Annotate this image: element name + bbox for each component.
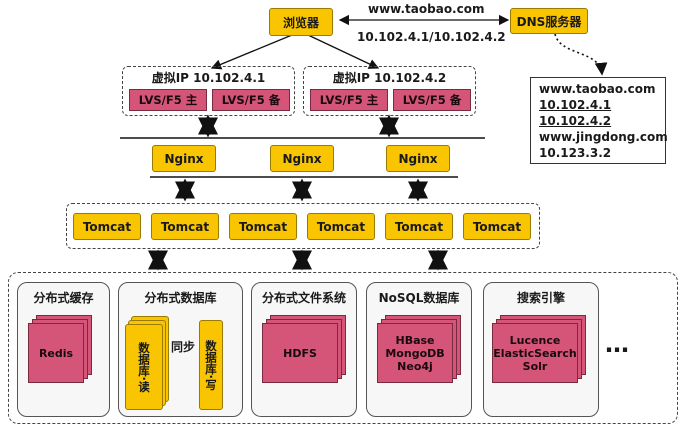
tomcat-node: Tomcat (73, 213, 141, 240)
nginx-label: Nginx (398, 151, 438, 166)
lvs-primary: LVS/F5 主 (310, 89, 388, 111)
service-title: 分布式数据库 (144, 291, 217, 305)
nosql-item: HBase (395, 333, 435, 347)
tomcat-label: Tomcat (238, 219, 288, 234)
nginx-label: Nginx (164, 151, 204, 166)
nginx-label: Nginx (282, 151, 322, 166)
search-item: Lucence (509, 333, 561, 347)
tomcat-label: Tomcat (316, 219, 366, 234)
nginx-node: Nginx (386, 145, 450, 172)
dns-record-ip: 10.102.4.1 (539, 98, 612, 112)
sync-label: 同步 (171, 340, 196, 354)
tomcat-node: Tomcat (151, 213, 219, 240)
browser-vip2-arrow (307, 34, 380, 69)
db-write-node: 数据库·写 (199, 320, 223, 410)
dns-record-ip: 10.102.4.2 (539, 114, 612, 128)
service-content: HBase MongoDB Neo4j (377, 323, 453, 383)
search-service: 搜索引擎 Lucence ElasticSearch Solr (483, 282, 599, 417)
tomcat-cluster (66, 203, 540, 249)
tomcat-label: Tomcat (472, 219, 522, 234)
lvs-primary-label: LVS/F5 主 (138, 93, 198, 107)
nosql-item: Neo4j (397, 359, 433, 373)
lvs-primary-label: LVS/F5 主 (319, 93, 379, 107)
service-content: Redis (38, 346, 74, 360)
nginx-node: Nginx (270, 145, 334, 172)
dns-server-node: DNS服务器 (510, 8, 588, 34)
search-item: ElasticSearch (493, 346, 577, 360)
lvs-backup: LVS/F5 备 (393, 89, 471, 111)
db-write-label: 数据库·写 (204, 339, 218, 391)
dns-record-curve (554, 33, 608, 76)
db-read-node: 数据库·读 (125, 324, 163, 410)
service-title: 分布式文件系统 (261, 291, 346, 305)
vip-title: 虚拟IP 10.102.4.2 (332, 71, 447, 85)
dns-server-label: DNS服务器 (516, 14, 582, 29)
vip-title: 虚拟IP 10.102.4.1 (151, 71, 266, 85)
nosql-item: MongoDB (385, 346, 445, 360)
tomcat-label: Tomcat (82, 219, 132, 234)
more-services-ellipsis: … (605, 330, 629, 358)
search-item: Solr (522, 359, 548, 373)
dns-record-ip: 10.123.3.2 (539, 146, 612, 160)
vip-group-1: 虚拟IP 10.102.4.1 LVS/F5 主 LVS/F5 备 (122, 66, 295, 116)
nginx-node: Nginx (152, 145, 216, 172)
services-layer (8, 272, 678, 424)
lvs-backup-label: LVS/F5 备 (221, 93, 281, 107)
tomcat-node: Tomcat (385, 213, 453, 240)
cache-service: 分布式缓存 Redis (17, 282, 110, 417)
service-title: 分布式缓存 (33, 291, 94, 305)
response-ips: 10.102.4.1/10.102.4.2 (357, 30, 506, 44)
service-content: HDFS (283, 346, 317, 360)
service-title: 搜索引擎 (516, 291, 565, 305)
tomcat-node: Tomcat (307, 213, 375, 240)
request-domain: www.taobao.com (368, 2, 485, 16)
dns-record-domain: www.taobao.com (539, 82, 656, 96)
db-read-stack: 数据库·读 (125, 316, 171, 411)
lvs-primary: LVS/F5 主 (129, 89, 207, 111)
nosql-service: NoSQL数据库 HBase MongoDB Neo4j (366, 282, 472, 417)
db-read-label: 数据库·读 (137, 341, 151, 393)
lvs-backup-label: LVS/F5 备 (402, 93, 462, 107)
browser-node: 浏览器 (269, 8, 333, 36)
dns-record-domain: www.jingdong.com (539, 130, 668, 144)
service-title: NoSQL数据库 (378, 291, 460, 305)
browser-label: 浏览器 (282, 15, 319, 30)
tomcat-node: Tomcat (229, 213, 297, 240)
tomcat-node: Tomcat (463, 213, 531, 240)
browser-vip1-arrow (210, 34, 293, 70)
dns-record-table: www.taobao.com 10.102.4.1 10.102.4.2 www… (530, 77, 668, 164)
service-content: Lucence ElasticSearch Solr (492, 323, 578, 383)
tomcat-label: Tomcat (394, 219, 444, 234)
tomcat-label: Tomcat (160, 219, 210, 234)
filesystem-service: 分布式文件系统 HDFS (251, 282, 357, 417)
lvs-backup: LVS/F5 备 (212, 89, 290, 111)
vip-group-2: 虚拟IP 10.102.4.2 LVS/F5 主 LVS/F5 备 (303, 66, 476, 116)
